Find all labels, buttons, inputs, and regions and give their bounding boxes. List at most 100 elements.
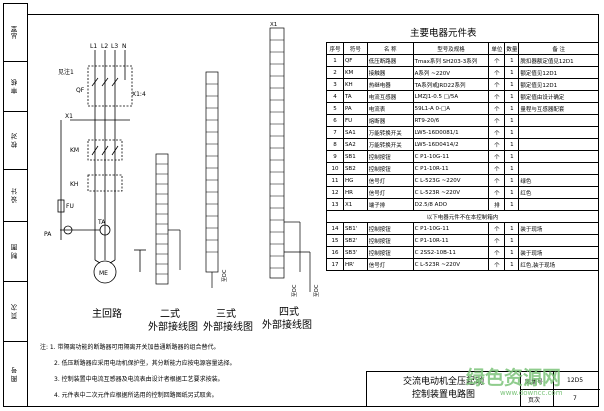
bom-cell: 17 — [326, 258, 344, 271]
bom-cell: 1 — [504, 150, 520, 163]
bom-cell: HR — [342, 186, 368, 199]
bom-cell: SA1 — [342, 126, 368, 139]
label-l3: L3 — [111, 43, 118, 50]
bom-cell: SB1' — [342, 222, 368, 235]
strip-row: 设 计 — [4, 169, 27, 222]
bom-cell: 4 — [326, 90, 344, 103]
bom-cell: 额定值见12D1 — [518, 78, 599, 91]
bom-cell: D2.5/8 ADO — [412, 198, 490, 211]
notes-block: 注: 1. 带隔离功能的断路器可用隔离开关加普通断路器的组合替代。 2. 低压断… — [40, 340, 236, 404]
bom-cell: 脱扣器额定值见12D1 — [518, 54, 599, 67]
strip-row: 丛室 — [11, 26, 19, 39]
ext4-x1-label: X1 — [270, 22, 277, 28]
bom-cell: C L-523R ~220V — [412, 258, 490, 271]
bom-cell: HG — [342, 174, 368, 187]
bom-cell: C P1-10G-11 — [412, 150, 490, 163]
ext4-tag: 至DC — [292, 284, 298, 297]
bom-cell: 万能转换开关 — [366, 138, 414, 151]
bom-cell: 8 — [326, 138, 344, 151]
bom-cell: 16 — [326, 246, 344, 259]
bom-cell: SB2 — [342, 162, 368, 175]
ext-wiring-type2-caption-2: 外部接线图 — [148, 322, 198, 333]
label-x1-4: X1:4 — [132, 91, 146, 98]
bom-cell: QF — [342, 54, 368, 67]
bom-cell: 熔断器 — [366, 114, 414, 127]
bom-cell: 个 — [488, 90, 506, 103]
bom-header: 数量 — [504, 42, 520, 55]
ext-wiring-type2-caption-1: 二式 — [160, 309, 180, 320]
bom-cell: 装于现场 — [518, 222, 599, 235]
bom-cell: 个 — [488, 54, 506, 67]
bom-cell: 信号灯 — [366, 186, 414, 199]
bom-cell: SB3' — [342, 246, 368, 259]
bom-cell: 绿色 — [518, 174, 599, 187]
bom-cell: 个 — [488, 150, 506, 163]
bom-cell: 端子排 — [366, 198, 414, 211]
bom-cell: 1 — [504, 198, 520, 211]
ext-wiring-type3-caption-2: 外部接线图 — [203, 322, 253, 333]
bom-cell: KM — [342, 66, 368, 79]
bom-cell: C P1-10G-11 — [412, 222, 490, 235]
bom-cell: 控制按钮 — [366, 246, 414, 259]
bom-header: 序号 — [326, 42, 344, 55]
bom-cell: 15 — [326, 234, 344, 247]
ext4-tag2: 至DC — [314, 284, 320, 297]
ext-wiring-type4-caption-1: 四式 — [279, 307, 299, 318]
title-block: 交流电动机全压起动 控制装置电路图 图集号 12D5 页次 7 — [366, 371, 600, 407]
bom-cell: 排 — [488, 198, 506, 211]
main-circuit-caption: 主回路 — [92, 309, 122, 320]
bom-cell: C 2SS2-10B-11 — [412, 246, 490, 259]
bom-cell: 1 — [504, 246, 520, 259]
label-kh: KH — [70, 181, 78, 188]
bom-cell: 11 — [326, 174, 344, 187]
drawing-title: 交流电动机全压起动 控制装置电路图 — [367, 372, 521, 407]
ext-wiring-type4-caption-2: 外部接线图 — [262, 320, 312, 331]
page-number: 7 — [573, 395, 577, 402]
bom-cell: 59L1-A 0-□A — [412, 102, 490, 115]
label-me: ME — [99, 270, 108, 277]
label-fu: FU — [66, 203, 74, 210]
bom-cell: KH — [342, 78, 368, 91]
bom-cell: TA — [342, 90, 368, 103]
bom-cell: 控制按钮 — [366, 222, 414, 235]
bom-cell: 个 — [488, 102, 506, 115]
bom-header: 单位 — [488, 42, 506, 55]
note-line: 注: 1. 带隔离功能的断路器可用隔离开关加普通断路器的组合替代。 — [40, 344, 220, 351]
bom-cell: 个 — [488, 258, 506, 271]
bom-cell: 电流互感器 — [366, 90, 414, 103]
bom-cell: 1 — [504, 138, 520, 151]
bom-section-title: 以下电器元件不在本控制箱内 — [326, 210, 599, 223]
bom-header-row: 序号 符号 名 称 型号及规格 单位 数量 备 注 — [326, 42, 599, 55]
strip-row: 审 核 — [4, 61, 27, 112]
label-l1: L1 — [90, 43, 97, 50]
bom-cell: 10 — [326, 162, 344, 175]
label-pa: PA — [44, 231, 52, 238]
label-see-note: 见注1 — [58, 68, 74, 76]
bom-cell — [518, 234, 599, 247]
bom-cell: 个 — [488, 234, 506, 247]
bom-cell: 额定值见12D1 — [518, 66, 599, 79]
bom-cell: 1 — [504, 222, 520, 235]
bom-cell: 12 — [326, 186, 344, 199]
note-line: 4. 元件表中二次元件应根据所选用的控制回路图纸另式取舍。 — [54, 392, 218, 399]
label-km: KM — [70, 147, 79, 154]
bom-cell — [518, 126, 599, 139]
bom-cell: 个 — [488, 138, 506, 151]
bom-cell: HR' — [342, 258, 368, 271]
strip-row: 页 次 — [4, 281, 27, 342]
bom-cell: 万能转换开关 — [366, 126, 414, 139]
bom-cell: C P1-10R-11 — [412, 234, 490, 247]
bom-cell: 1 — [504, 234, 520, 247]
bom-cell: 个 — [488, 78, 506, 91]
bom-cell: 低压断路器 — [366, 54, 414, 67]
bom-cell: 热继电器 — [366, 78, 414, 91]
drawing-title-line2: 控制装置电路图 — [411, 390, 475, 400]
strip-row: 图 号 — [4, 341, 27, 407]
bom-cell: 控制按钮 — [366, 234, 414, 247]
bom-cell: A系列 ~220V — [412, 66, 490, 79]
